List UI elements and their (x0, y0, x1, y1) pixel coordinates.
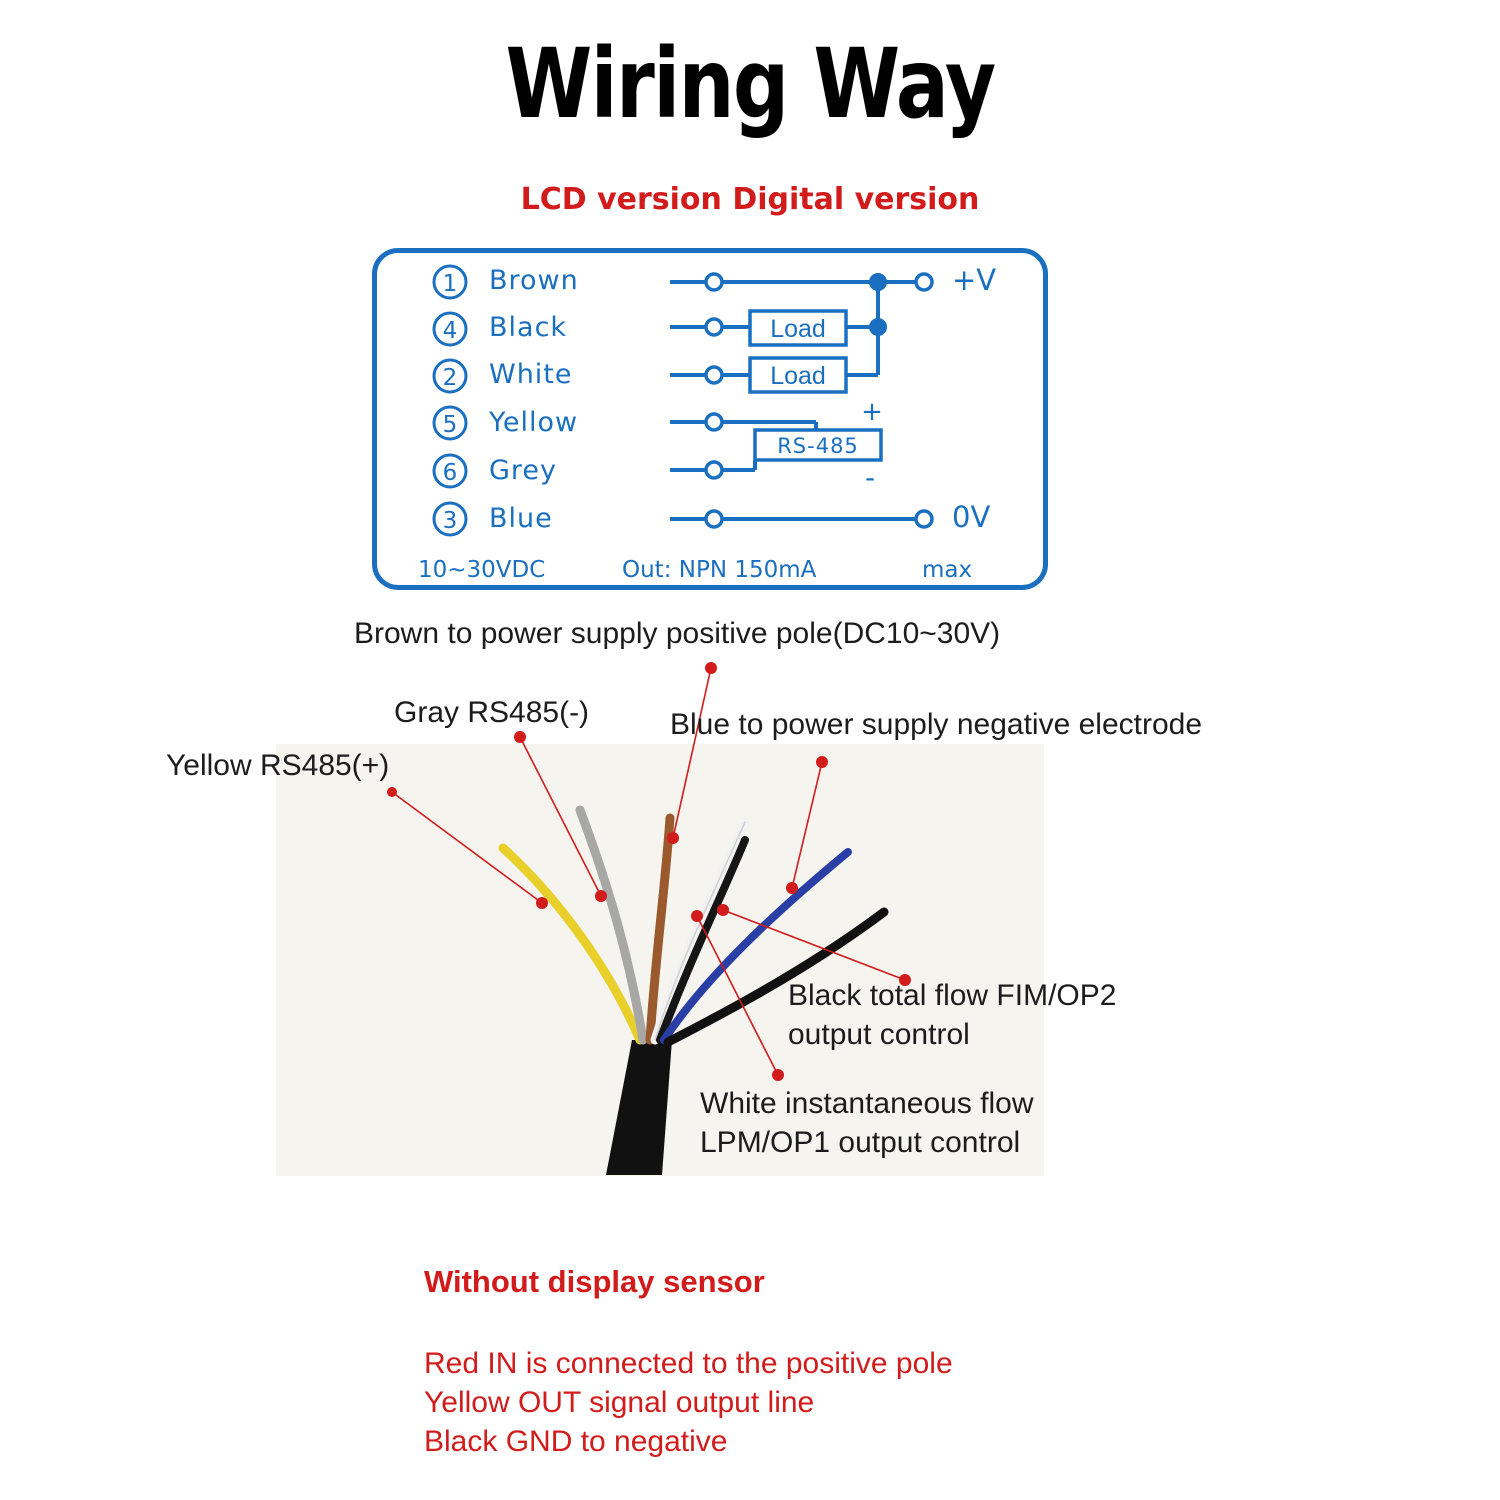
wire-row-grey: 6 Grey (432, 453, 557, 489)
wire-number: 5 (443, 412, 458, 438)
svg-text:Load: Load (770, 362, 826, 390)
footer-voltage: 10~30VDC (418, 557, 545, 583)
callout-yellow: Yellow RS485(+) (166, 749, 390, 782)
svg-text:RS-485: RS-485 (777, 434, 859, 458)
schematic-subtitle: LCD version Digital version (520, 182, 980, 217)
svg-text:Load: Load (770, 315, 826, 343)
rs485-minus-sign: - (865, 461, 875, 494)
schematic-frame (372, 248, 1048, 590)
callout-black-line1: Black total flow FIM/OP2 (788, 979, 1117, 1012)
callout-white-line1: White instantaneous flow (700, 1087, 1034, 1120)
page-title: Wiring Way (505, 28, 996, 140)
wire-color-label: Yellow (488, 407, 578, 438)
wire-row-brown: 1 Brown (432, 264, 579, 300)
terminal-dots (704, 272, 934, 529)
wire-color-label: White (489, 359, 573, 390)
rs485-plus-sign: + (861, 397, 883, 427)
wire-row-yellow: 5 Yellow (432, 405, 578, 441)
footer-max: max (922, 557, 972, 583)
without-display-title: Without display sensor (424, 1264, 765, 1299)
negative-terminal-label: 0V (952, 500, 990, 534)
rs485-box: RS-485 (753, 428, 883, 462)
cable-jacket (606, 1040, 672, 1175)
callout-gray: Gray RS485(-) (394, 696, 590, 729)
without-display-line: Yellow OUT signal output line (424, 1386, 815, 1419)
wire-number: 1 (443, 271, 458, 297)
without-display-notes: Red IN is connected to the positive pole… (424, 1344, 953, 1461)
callout-dots (387, 662, 911, 1081)
callout-black-line2: output control (788, 1018, 970, 1051)
without-display-line: Red IN is connected to the positive pole (424, 1347, 953, 1380)
callout-brown: Brown to power supply positive pole(DC10… (354, 617, 1001, 650)
wire-number: 2 (443, 365, 458, 391)
footer-output: Out: NPN 150mA (622, 557, 817, 583)
callout-white-line2: LPM/OP1 output control (700, 1126, 1021, 1159)
wire-row-blue: 3 Blue (432, 501, 553, 537)
callout-blue: Blue to power supply negative electrode (670, 708, 1203, 741)
without-display-line: Black GND to negative (424, 1425, 728, 1458)
cable-illustration (387, 662, 911, 1175)
load-box-2: Load (748, 356, 848, 394)
wire-color-label: Black (489, 312, 567, 343)
cable-wires (498, 805, 889, 1047)
callout-lines (391, 667, 906, 1076)
wire-number: 4 (443, 318, 458, 344)
wiring-schematic: 1 Brown 4 Black 2 White 5 Yellow 6 G (418, 263, 996, 583)
wire-number: 6 (443, 460, 458, 486)
wire-color-label: Blue (489, 503, 553, 534)
wire-row-black: 4 Black (432, 311, 567, 347)
wire-number: 3 (443, 508, 458, 534)
wire-row-white: 2 White (432, 358, 573, 394)
wire-color-label: Grey (489, 455, 557, 486)
wire-color-label: Brown (489, 265, 579, 296)
load-box-1: Load (748, 309, 848, 347)
positive-terminal-label: +V (952, 263, 996, 297)
junction-dots (869, 273, 887, 336)
